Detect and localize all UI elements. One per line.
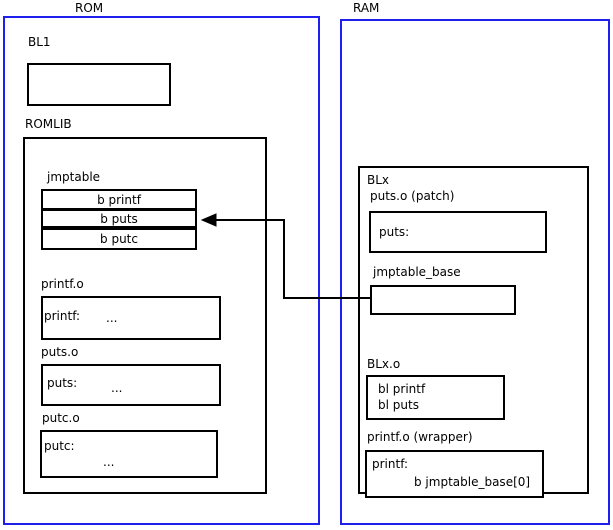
putc-o-symbol: putc:	[44, 439, 75, 453]
puts-o-label: puts.o	[41, 345, 79, 359]
rom-region-label: ROM	[75, 1, 104, 15]
putc-o-label: putc.o	[42, 411, 80, 425]
jmptable-entry-2-text: b putc	[100, 232, 138, 246]
printf-wrapper-branch: b jmptable_base[0]	[414, 475, 531, 489]
jmptable-entry-2: b putc	[41, 228, 197, 250]
blx-o-box	[366, 375, 505, 420]
bl1-label: BL1	[28, 35, 51, 49]
puts-patch-box	[369, 211, 547, 253]
jmptable-entry-1: b puts	[41, 209, 197, 228]
ram-region-label: RAM	[353, 1, 380, 15]
blx-label: BLx	[367, 173, 390, 187]
jmptable-entry-0: b printf	[41, 189, 197, 210]
puts-o-box	[41, 364, 221, 406]
blx-o-line-1: bl printf	[378, 382, 426, 396]
blx-o-label: BLx.o	[367, 357, 401, 371]
jmptable-base-label: jmptable_base	[373, 265, 461, 279]
puts-o-symbol: puts:	[47, 376, 78, 390]
romlib-label: ROMLIB	[25, 117, 72, 131]
blx-o-line-2: bl puts	[378, 398, 419, 412]
printf-o-body: ...	[106, 311, 118, 325]
putc-o-box	[40, 430, 218, 478]
puts-o-body: ...	[111, 381, 123, 395]
bl1-box	[27, 63, 171, 106]
putc-o-body: ...	[103, 455, 115, 469]
jmptable-entry-0-text: b printf	[97, 192, 141, 207]
printf-wrapper-box	[365, 450, 544, 498]
printf-o-label: printf.o	[41, 277, 84, 291]
printf-wrapper-label: printf.o (wrapper)	[367, 430, 473, 444]
jmptable-label: jmptable	[47, 170, 101, 184]
puts-patch-label: puts.o (patch)	[370, 189, 455, 203]
printf-wrapper-symbol: printf:	[372, 457, 409, 471]
printf-o-box	[41, 296, 221, 340]
printf-o-symbol: printf:	[44, 309, 81, 323]
jmptable-base-box	[370, 285, 516, 315]
jmptable-entry-1-text: b puts	[100, 211, 138, 226]
puts-patch-symbol: puts:	[379, 225, 410, 239]
